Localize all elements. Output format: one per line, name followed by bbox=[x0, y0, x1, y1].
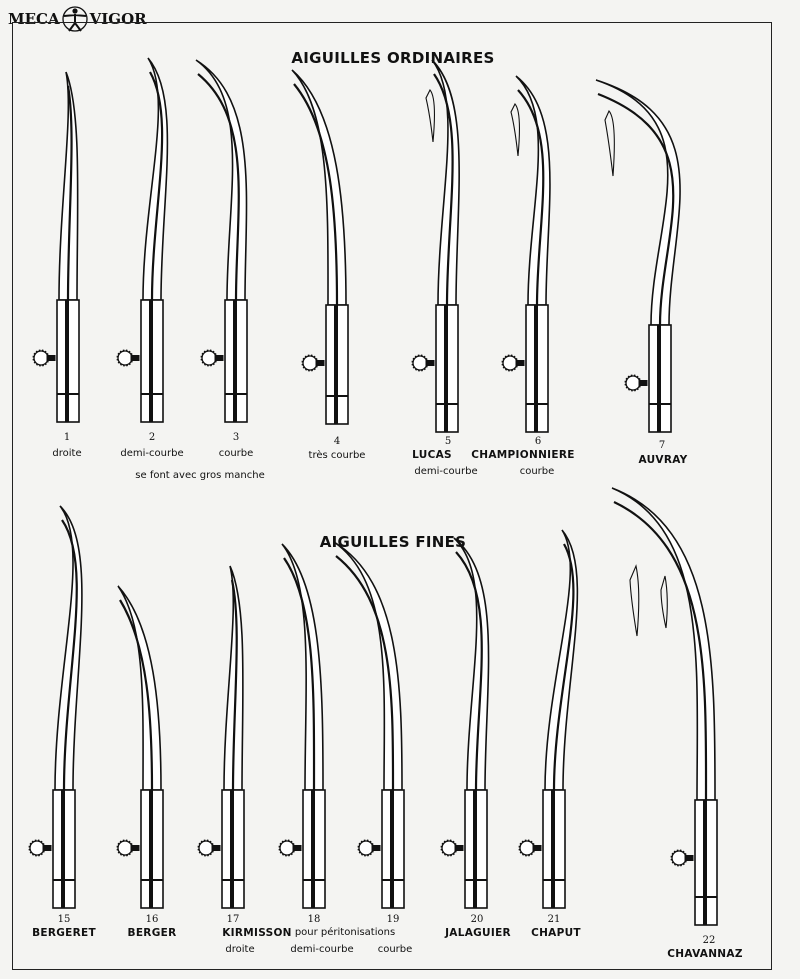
section-title-ordinaires: AIGUILLES ORDINAIRES bbox=[291, 49, 495, 67]
needle-3-desc: courbe bbox=[218, 448, 254, 459]
eye-detail-icon bbox=[425, 89, 668, 637]
needle-19 bbox=[333, 541, 405, 909]
needle-4-desc: très courbe bbox=[308, 450, 366, 461]
needle-19-number: 19 bbox=[386, 914, 400, 925]
brand-right: VIGOR bbox=[89, 10, 147, 28]
needle-20 bbox=[440, 537, 490, 909]
thumb-screw-icon bbox=[440, 839, 464, 857]
thumb-screw-icon bbox=[670, 849, 694, 867]
needle-21-number: 21 bbox=[547, 914, 561, 925]
needle-17-name: KIRMISSON bbox=[222, 927, 292, 939]
needle-22 bbox=[611, 487, 718, 926]
needle-3 bbox=[195, 59, 248, 423]
needle-5-number: 5 bbox=[444, 436, 452, 447]
thumb-screw-icon bbox=[278, 839, 302, 857]
needle-6-number: 6 bbox=[534, 436, 542, 447]
thumb-screw-icon bbox=[301, 354, 325, 372]
needle-16 bbox=[116, 585, 164, 909]
needle-6-name: CHAMPIONNIERE bbox=[471, 449, 575, 461]
needle-4 bbox=[291, 69, 349, 425]
needle-18 bbox=[278, 543, 326, 909]
needle-17 bbox=[197, 565, 245, 909]
needle-19-desc: courbe bbox=[377, 944, 413, 955]
needle-17-number: 17 bbox=[226, 914, 240, 925]
needle-18-number: 18 bbox=[307, 914, 321, 925]
thumb-screw-icon bbox=[32, 349, 56, 367]
thumb-screw-icon bbox=[28, 839, 52, 857]
thumb-screw-icon bbox=[411, 354, 435, 372]
needle-20-name: JALAGUIER bbox=[445, 927, 511, 939]
ordinaires-note: se font avec gros manche bbox=[135, 470, 265, 481]
needle-1 bbox=[32, 71, 80, 423]
brand-logo: MECA VIGOR bbox=[4, 4, 151, 34]
thumb-screw-icon bbox=[200, 349, 224, 367]
needle-15 bbox=[28, 505, 83, 909]
needle-2 bbox=[116, 57, 169, 423]
needle-1-number: 1 bbox=[63, 432, 71, 443]
needle-21-name: CHAPUT bbox=[531, 927, 581, 939]
needle-17-desc: droite bbox=[225, 944, 255, 955]
needle-20-number: 20 bbox=[470, 914, 484, 925]
fines-note: pour péritonisations bbox=[294, 927, 396, 938]
needle-2-number: 2 bbox=[148, 432, 156, 443]
needle-6 bbox=[501, 75, 551, 433]
thumb-screw-icon bbox=[197, 839, 221, 857]
needle-5-name: LUCAS bbox=[412, 449, 452, 461]
needle-7 bbox=[595, 79, 681, 433]
needle-6-desc: courbe bbox=[519, 466, 555, 477]
needle-2-desc: demi-courbe bbox=[120, 448, 184, 459]
thumb-screw-icon bbox=[116, 349, 140, 367]
page-frame: AIGUILLES ORDINAIRES AIGUILLES FINES bbox=[12, 22, 772, 970]
thumb-screw-icon bbox=[501, 354, 525, 372]
needle-7-number: 7 bbox=[658, 440, 666, 451]
needle-4-number: 4 bbox=[333, 436, 341, 447]
brand-left: MECA bbox=[8, 10, 60, 28]
needle-5 bbox=[411, 59, 460, 433]
needle-7-name: AUVRAY bbox=[638, 454, 688, 466]
thumb-screw-icon bbox=[116, 839, 140, 857]
thumb-screw-icon bbox=[624, 374, 648, 392]
needle-5-desc: demi-courbe bbox=[414, 466, 478, 477]
needle-22-name: CHAVANNAZ bbox=[667, 948, 743, 960]
thumb-screw-icon bbox=[518, 839, 542, 857]
needle-16-number: 16 bbox=[145, 914, 159, 925]
needle-1-desc: droite bbox=[52, 448, 82, 459]
needle-21 bbox=[518, 529, 579, 909]
thumb-screw-icon bbox=[357, 839, 381, 857]
needle-18-desc: demi-courbe bbox=[290, 944, 354, 955]
section-title-fines: AIGUILLES FINES bbox=[319, 533, 467, 551]
vitruvian-man-icon bbox=[61, 6, 88, 32]
needle-15-name: BERGERET bbox=[32, 927, 96, 939]
needle-15-number: 15 bbox=[57, 914, 71, 925]
needle-3-number: 3 bbox=[232, 432, 240, 443]
needle-16-name: BERGER bbox=[127, 927, 177, 939]
needle-22-number: 22 bbox=[702, 935, 716, 946]
